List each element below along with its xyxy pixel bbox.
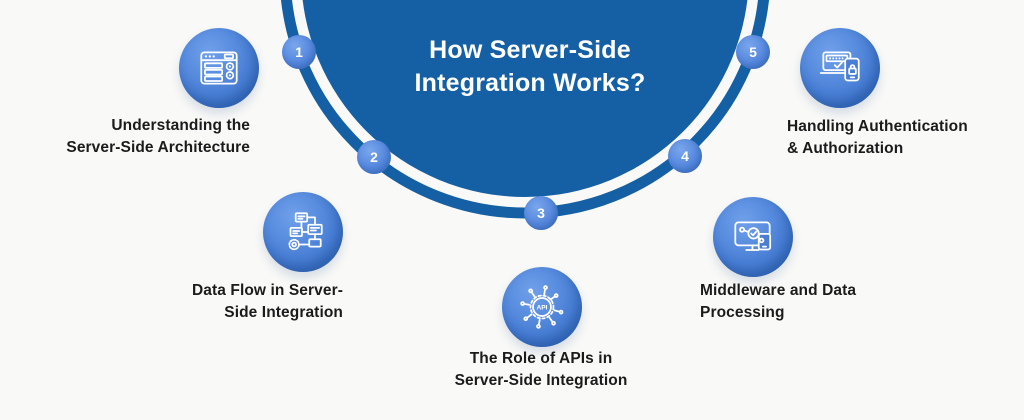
step-number: 3	[537, 205, 545, 221]
page-title-line1: How Server-Side	[429, 36, 631, 64]
step-5-label-line1: Handling Authentication	[787, 118, 968, 135]
api-gear-icon: API	[520, 285, 564, 329]
step-number: 5	[749, 44, 757, 60]
step-1-icon-circle	[179, 28, 259, 108]
step-number: 2	[370, 149, 378, 165]
step-2-label-line1: Data Flow in Server-	[191, 282, 343, 299]
step-badge-2: 2	[357, 140, 391, 174]
step-badge-5: 5	[736, 35, 770, 69]
page-title: How Server-Side Integration Works?	[328, 34, 732, 100]
api-icon-text: API	[536, 304, 547, 311]
step-2-icon-circle	[263, 192, 343, 272]
step-3-label-line1: The Role of APIs in	[469, 350, 613, 367]
center-circle	[302, 0, 748, 197]
step-1-label-line1: Understanding the	[111, 117, 250, 134]
step-badge-4: 4	[668, 139, 702, 173]
step-3-label: The Role of APIs in Server-Side Integrat…	[426, 348, 656, 392]
step-4-label: Middleware and Data Processing	[700, 280, 910, 324]
step-3-icon-circle: API	[502, 267, 582, 347]
auth-devices-icon	[819, 51, 860, 82]
server-architecture-icon	[200, 51, 238, 85]
step-5-label: Handling Authentication & Authorization	[787, 116, 1012, 160]
step-4-label-line2: Processing	[700, 304, 785, 321]
page-title-line2: Integration Works?	[414, 69, 646, 97]
step-1-label: Understanding the Server-Side Architectu…	[28, 115, 250, 159]
step-2-label: Data Flow in Server- Side Integration	[155, 280, 343, 324]
step-number: 1	[295, 44, 303, 60]
step-badge-1: 1	[282, 35, 316, 69]
step-4-label-line1: Middleware and Data	[700, 282, 857, 299]
step-5-icon-circle	[800, 28, 880, 108]
data-flow-icon	[288, 212, 323, 251]
middleware-icon	[734, 221, 772, 251]
step-4-icon-circle	[713, 197, 793, 277]
step-2-label-line2: Side Integration	[224, 304, 343, 321]
step-3-label-line2: Server-Side Integration	[454, 372, 628, 389]
step-number: 4	[681, 148, 689, 164]
step-1-label-line2: Server-Side Architecture	[66, 139, 250, 156]
step-5-label-line2: & Authorization	[787, 140, 904, 157]
step-badge-3: 3	[524, 196, 558, 230]
